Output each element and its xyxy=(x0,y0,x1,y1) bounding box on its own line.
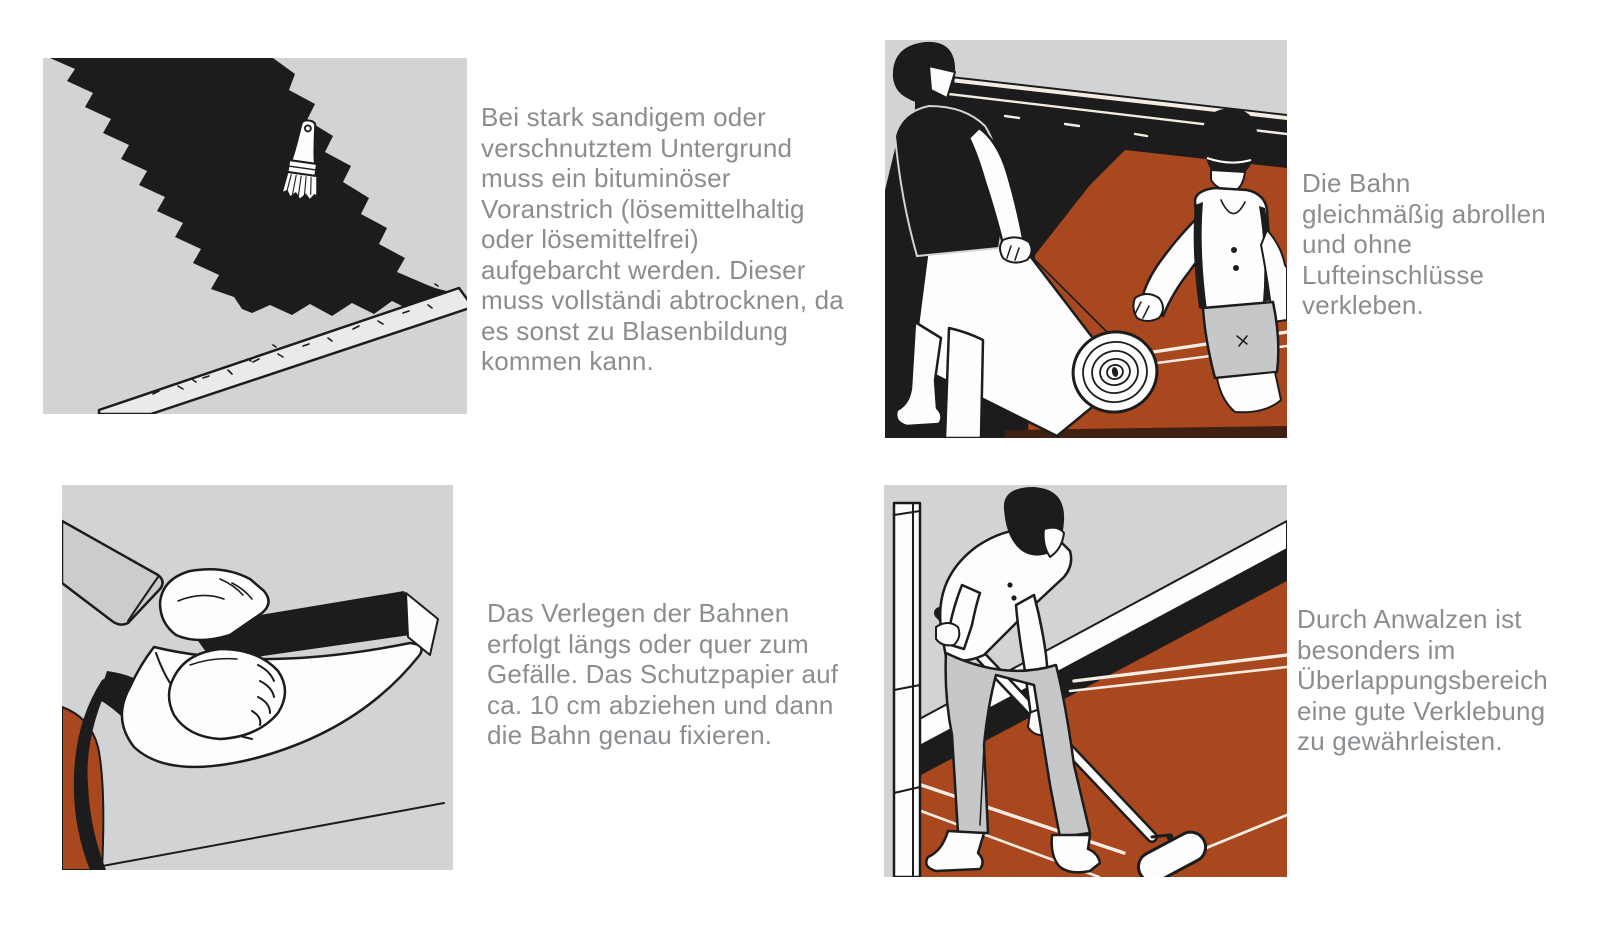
paint-brush-icon xyxy=(280,119,319,202)
membrane-edge xyxy=(188,591,424,663)
bottom-edge xyxy=(1005,426,1287,438)
wall-board xyxy=(892,501,922,877)
caption-line: es sonst zu Blasenbildung xyxy=(481,315,789,346)
caption-line: kommen kann. xyxy=(481,346,654,376)
membrane-curl xyxy=(73,673,114,870)
caption-line: aufgebarcht werden. Dieser xyxy=(481,254,806,285)
slab-edge xyxy=(97,286,467,414)
worker-sleeve xyxy=(62,519,164,626)
caption-line: Lufteinschlüsse xyxy=(1302,259,1485,290)
rolling-scene xyxy=(884,485,1287,877)
caption-line: verkleben. xyxy=(1302,290,1424,320)
worker-shoe xyxy=(1050,833,1102,874)
roof-parapet xyxy=(915,72,1287,170)
knuckle-lines xyxy=(189,657,275,726)
bitumen-swath xyxy=(50,58,458,316)
worker-hair xyxy=(1202,108,1258,172)
caption-line: Voranstrich (lösemittelhaltig xyxy=(481,193,805,224)
upper-hand xyxy=(158,568,270,642)
lower-hand xyxy=(167,647,287,741)
roller-worker xyxy=(925,487,1208,877)
caption-line: verschnutztem Untergrund xyxy=(481,132,793,163)
caption-line: Überlappungsbereich xyxy=(1297,665,1548,695)
worker-shorts xyxy=(1201,300,1280,380)
caption-line: Durch Anwalzen ist xyxy=(1297,604,1522,634)
illustration-positioning xyxy=(62,485,453,870)
caption-line: Bei stark sandigem oder xyxy=(481,102,766,132)
caption-line: und ohne xyxy=(1302,229,1413,259)
paper-flap xyxy=(405,592,439,656)
caption-line: eine gute Verklebung xyxy=(1297,695,1546,726)
caption-line: muss ein bituminöser xyxy=(481,163,731,193)
membrane-floor xyxy=(921,573,1287,877)
caption-line: zu gewährleisten. xyxy=(1297,726,1503,756)
membrane-roll xyxy=(1071,330,1159,414)
caption-line: Die Bahn xyxy=(1302,168,1411,198)
illustration-priming xyxy=(43,58,467,414)
caption-line: oder lösemittelfrei) xyxy=(481,224,699,254)
illustration-unrolling xyxy=(885,40,1287,438)
floor-seam xyxy=(96,802,445,868)
worker-foot xyxy=(1216,371,1282,414)
worker-hand xyxy=(935,622,961,647)
caption-line: besonders im xyxy=(1297,634,1456,665)
caption-line: ca. 10 cm abziehen und dann xyxy=(487,689,834,720)
peeling-scene xyxy=(62,485,453,870)
sheet-edge xyxy=(1026,251,1116,341)
worker-face xyxy=(1042,526,1065,558)
primer-scene xyxy=(43,58,467,414)
illustration-rolling xyxy=(884,485,1287,877)
caption-unrolling: Die Bahn gleichmäßig abrollen und ohne L… xyxy=(1302,168,1546,321)
caption-line: erfolgt längs oder quer zum xyxy=(487,628,809,659)
caption-line: Das Verlegen der Bahnen xyxy=(487,598,790,628)
caption-line: die Bahn genau fixieren. xyxy=(487,720,773,750)
roof-edge-band xyxy=(914,547,1287,775)
worker-leg xyxy=(894,320,943,428)
worker-face xyxy=(928,65,956,99)
caption-priming: Bei stark sandigem oder verschnutztem Un… xyxy=(481,102,844,377)
caption-positioning: Das Verlegen der Bahnen erfolgt längs od… xyxy=(487,598,838,751)
worker-leg xyxy=(943,326,985,438)
caption-line: Gefälle. Das Schutzpapier auf xyxy=(487,659,839,689)
finger-lines xyxy=(177,578,253,602)
pressure-roller xyxy=(1136,830,1208,877)
caption-rolling: Durch Anwalzen ist besonders im Überlapp… xyxy=(1297,604,1548,757)
standing-worker xyxy=(892,41,1033,438)
unrolling-scene xyxy=(885,40,1287,438)
sand-speckles xyxy=(152,283,439,395)
worker-shoe xyxy=(925,829,986,873)
caption-line: muss vollständi abtrocknen, da xyxy=(481,285,844,315)
caption-line: gleichmäßig abrollen xyxy=(1302,198,1546,229)
kneeling-worker xyxy=(1132,108,1287,414)
worker-shirt xyxy=(938,527,1073,662)
